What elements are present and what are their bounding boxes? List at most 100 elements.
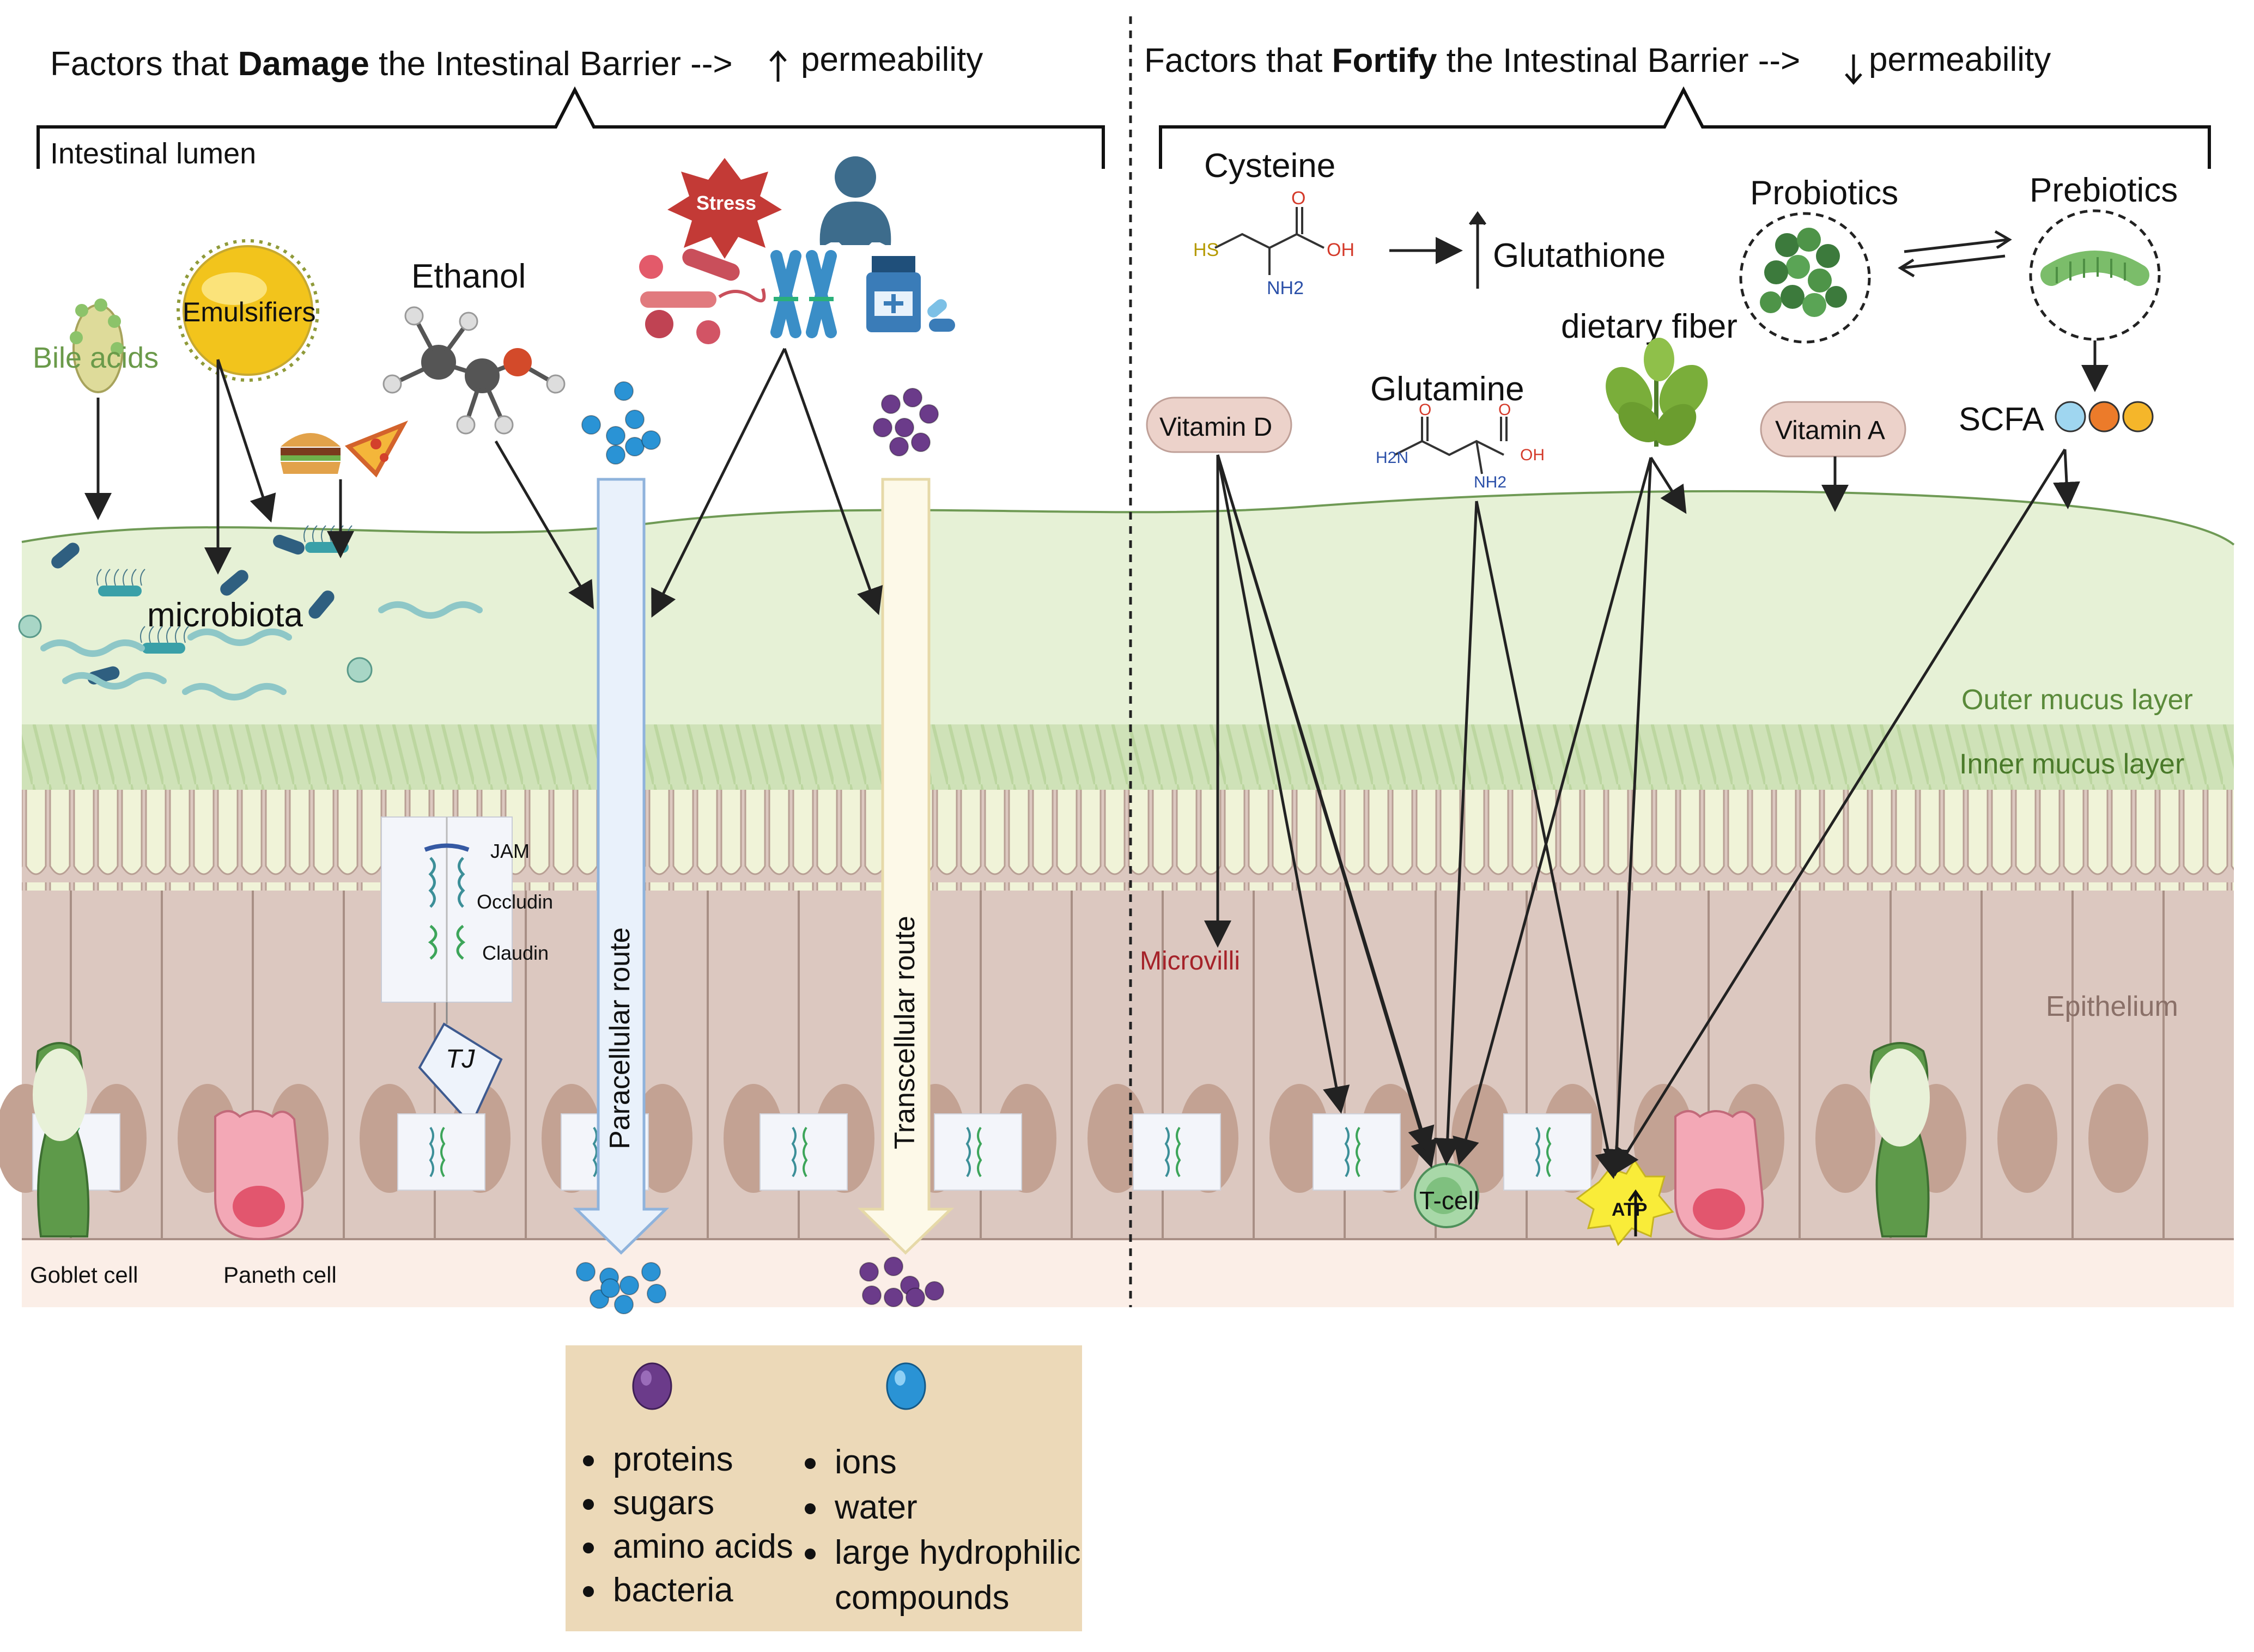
protein-particle [903,388,922,407]
tj-marker [934,1113,1022,1191]
microvilli-label: Microvilli [1140,947,1240,976]
legend-bullet [583,1455,594,1466]
paneth-cell-label: Paneth cell [223,1262,337,1288]
tj-marker [1503,1113,1591,1191]
dietary-fiber-icon [1606,338,1708,447]
rod-bacterium [273,534,305,555]
jam-label: JAM [490,840,530,862]
atp-label: ATP [1612,1199,1647,1220]
spiral-bacterium [62,672,167,690]
cysteine-oh: OH [1327,240,1354,260]
prebiotics-icon [2029,209,2161,341]
spiral-bacterium [378,601,483,619]
cell-nucleus [1815,1084,1875,1193]
cysteine-label: Cysteine [1204,147,1335,185]
scfa-label: SCFA [1959,401,2044,437]
protein-particle [919,404,939,424]
flagellate-bacterium [98,586,142,596]
right-title: Factors that Fortify the Intestinal Barr… [1144,41,2051,85]
stress-icon [667,158,782,259]
rod-bacterium [51,542,80,569]
bile-acids-label: Bile acids [33,342,159,374]
ion-particle [600,1278,620,1298]
flagellate-bacterium [305,542,349,553]
ion-particle [641,1262,661,1282]
legend-bullet [805,1458,816,1469]
legend-item: large hydrophilic [835,1534,1080,1571]
bile-acid-icon [70,298,124,393]
paracellular-route-arrow [573,478,670,1255]
tj-label: TJ [446,1045,475,1074]
svg-text:permeability: permeability [1869,41,2051,78]
legend-item: amino acids [613,1528,793,1565]
paneth-cell-right [1674,1110,1764,1241]
t-cell-label: T-cell [1419,1186,1479,1215]
ion-particle [625,437,645,456]
legend-bullet [805,1503,816,1514]
glutamine-o1: O [1419,401,1431,419]
occludin-label: Occludin [477,891,553,913]
spiral-bacterium [187,629,292,646]
glutamine-o2: O [1498,401,1511,419]
protein-particle [906,1288,925,1307]
rod-bacterium [308,590,335,619]
outer-mucus-label: Outer mucus layer [1961,684,2193,716]
legend-blue-list: ions water large hydrophilic compounds [805,1443,1080,1617]
cell-nucleus [1451,1084,1511,1193]
protein-particles-bottom [859,1257,944,1307]
goblet-cell-right [1869,1042,1930,1238]
protein-particle [862,1285,882,1305]
right-arrows [1204,448,2080,1179]
cysteine-hs: HS [1193,240,1219,260]
burger-icon [281,433,341,474]
probiotics-icon [1739,212,1871,344]
legend-bullet [583,1543,594,1553]
cell-nucleus [2088,1084,2148,1193]
legend-item: compounds [835,1579,1010,1617]
tj-marker [1133,1113,1221,1191]
tj-marker [760,1113,848,1191]
medication-icon [866,256,955,332]
ethanol-label: Ethanol [411,258,526,295]
ion-particle [606,426,625,446]
protein-particle [911,432,931,452]
glutamine-label: Glutamine [1370,370,1524,408]
coccus-bacterium [18,614,42,638]
dietary-fiber-label: dietary fiber [1561,308,1737,345]
glutamine-oh: OH [1520,446,1545,464]
svg-text:Factors that Fortify the Intes: Factors that Fortify the Intestinal Barr… [1144,42,1800,80]
cell-nucleus [1997,1084,2057,1193]
paneth-cell-left [214,1110,304,1241]
legend-bullet [583,1499,594,1510]
tj-marker [397,1113,485,1191]
t-cell-icon [1414,1163,1479,1228]
pathogen-bacteria-icon [639,248,766,344]
chromosome-icon [770,250,837,338]
emulsifier-icon [177,239,319,382]
pizza-icon [344,420,408,478]
transcellular-route-label: Transcellular route [889,916,921,1149]
scfa-particles [2055,401,2154,432]
glutamine-structure [1394,417,1508,474]
glutamine-nh2: NH2 [1474,473,1506,491]
spiral-bacterium [182,683,287,700]
paracellular-route-label: Paracellular route [604,927,636,1149]
legend-item: ions [835,1443,897,1481]
protein-particles-top [873,388,939,456]
svg-text:Factors that Damage the Intest: Factors that Damage the Intestinal Barri… [50,45,733,83]
protein-particle [884,1288,903,1307]
ion-particle [581,415,601,435]
tj-marker [1313,1113,1401,1191]
legend-blue-particle [886,1362,926,1410]
legend-purple-particle [632,1362,672,1410]
vitamin-d-pill [1146,397,1292,453]
left-bracket [37,86,1105,169]
cysteine-o: O [1291,188,1305,209]
protein-particle [884,1257,903,1276]
legend-bullet [805,1549,816,1559]
vitamin-a-label: Vitamin A [1775,416,1885,445]
claudin-label: Claudin [482,942,549,964]
legend-item: water [834,1489,918,1526]
